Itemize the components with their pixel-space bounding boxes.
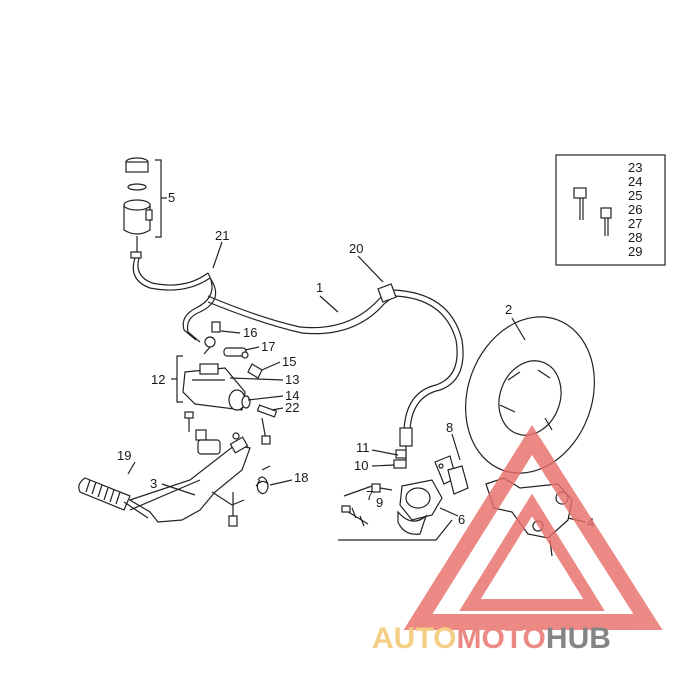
inset-label: 24 — [628, 174, 642, 189]
inset-label: 28 — [628, 230, 642, 245]
callout-22: 22 — [285, 400, 299, 415]
callout-20: 20 — [349, 241, 363, 256]
callout-19: 19 — [117, 448, 131, 463]
caliper-group-outline — [338, 485, 453, 541]
brake-disc — [465, 316, 595, 474]
callout-21: 21 — [215, 228, 229, 243]
callout-5: 5 — [168, 190, 175, 205]
leader-lines — [127, 241, 586, 523]
inset-label: 23 — [628, 160, 642, 175]
watermark-logo: AUTOMOTOHUB — [372, 425, 663, 655]
callout-1: 1 — [316, 280, 323, 295]
brake-pads — [434, 455, 469, 495]
mounting-bolts — [184, 411, 240, 441]
callout-18: 18 — [294, 470, 308, 485]
callout-11: 11 — [356, 440, 370, 455]
callout-2: 2 — [505, 302, 512, 317]
inset-label: 26 — [628, 202, 642, 217]
push-rod — [256, 404, 278, 445]
bolt-short-icon — [600, 207, 612, 236]
hose-fitting — [223, 347, 263, 379]
inset-label-list: 23 24 25 26 27 28 29 — [628, 160, 642, 259]
banjo-bolt — [203, 321, 221, 355]
callout-7: 7 — [366, 488, 373, 503]
return-spring — [255, 465, 271, 495]
callout-10: 10 — [354, 458, 368, 473]
callout-9: 9 — [376, 495, 383, 510]
master-cylinder-bracket — [176, 355, 183, 403]
hardware-inset-box — [555, 154, 666, 266]
inset-label: 29 — [628, 244, 642, 259]
inset-label: 25 — [628, 188, 642, 203]
callout-6: 6 — [458, 512, 465, 527]
inset-label: 27 — [628, 216, 642, 231]
reservoir-bracket — [155, 159, 162, 238]
callout-13: 13 — [285, 372, 299, 387]
callout-16: 16 — [243, 325, 257, 340]
callout-3: 3 — [150, 476, 157, 491]
pad-pins — [341, 505, 369, 527]
bolt-long-icon — [573, 187, 587, 220]
bleed-valve — [371, 449, 407, 493]
watermark-text: AUTOMOTOHUB — [372, 622, 611, 655]
pedal-pivot-bolt — [228, 492, 238, 527]
foot-peg-rubber — [78, 477, 149, 519]
callout-8: 8 — [446, 420, 453, 435]
brake-pedal — [128, 436, 251, 523]
watermark-triangle-icon — [403, 425, 663, 630]
callout-15: 15 — [282, 354, 296, 369]
master-cylinder — [182, 363, 251, 411]
callout-17: 17 — [261, 339, 275, 354]
brake-caliper — [397, 479, 443, 535]
callout-14: 14 — [285, 388, 299, 403]
reservoir-hose — [132, 257, 217, 343]
callout-12: 12 — [151, 372, 165, 387]
brake-fluid-reservoir — [123, 157, 153, 259]
